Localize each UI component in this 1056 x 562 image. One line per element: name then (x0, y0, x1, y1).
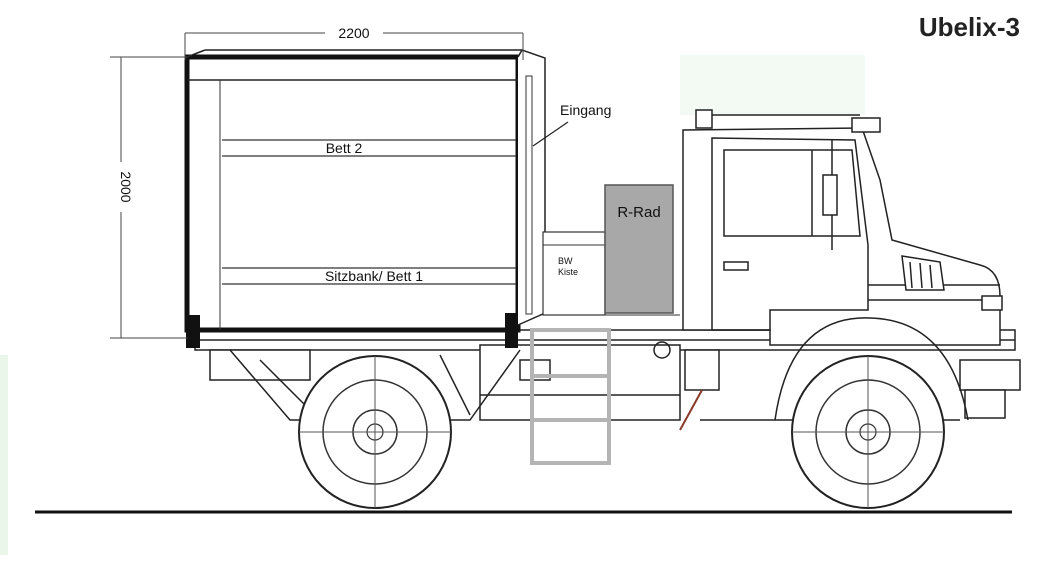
bg-tint-left (0, 355, 8, 555)
diagram-title: Ubelix-3 (919, 12, 1020, 42)
height-dimension: 2000 (110, 56, 188, 339)
bg-tint (680, 55, 865, 115)
width-dimension: 2200 (184, 25, 524, 60)
bed-2: Bett 2 (222, 139, 516, 157)
entrance-label: Eingang (560, 102, 611, 118)
front-wheel (774, 317, 969, 509)
rear-wheel (298, 355, 452, 509)
box-body (184, 49, 546, 348)
box-foot-right (505, 313, 518, 348)
bed-2-label: Bett 2 (326, 140, 363, 156)
ladder (530, 328, 611, 465)
bw-box-label-2: Kiste (558, 267, 578, 277)
entrance-leader (532, 121, 569, 147)
spare-wheel-label: R-Rad (617, 204, 660, 221)
cab (679, 109, 1003, 431)
width-dimension-label: 2200 (338, 25, 369, 41)
bw-box-label-1: BW (558, 256, 573, 266)
spare-wheel: R-Rad (604, 184, 674, 314)
bw-box: BW Kiste (542, 231, 680, 316)
box-foot-left (186, 315, 200, 348)
bench-bed-1-label: Sitzbank/ Bett 1 (325, 268, 423, 284)
height-dimension-label: 2000 (118, 171, 134, 202)
bench-bed-1: Sitzbank/ Bett 1 (222, 267, 516, 285)
